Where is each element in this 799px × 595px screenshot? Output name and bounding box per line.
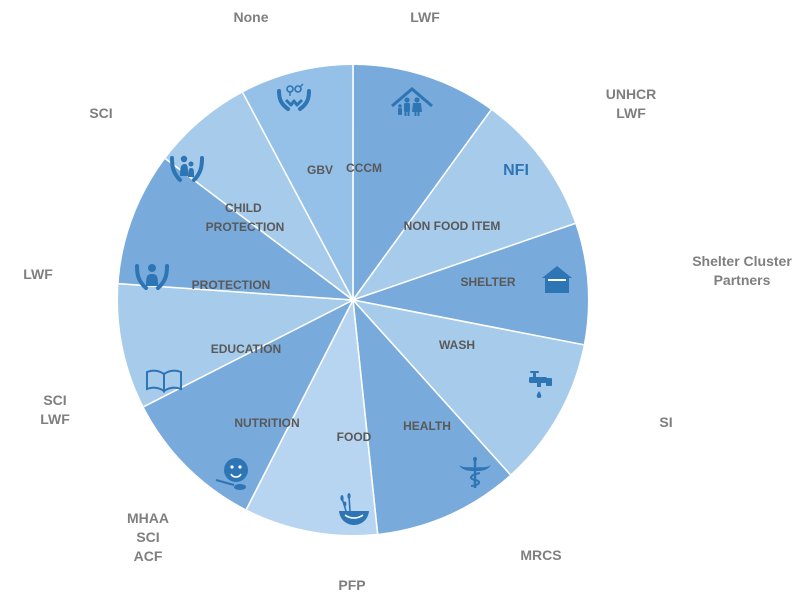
protected-child-icon [170, 155, 204, 182]
gender-hands-icon [277, 83, 311, 111]
caduceus-icon [459, 457, 491, 488]
partners-gbv: None [233, 9, 269, 25]
partners-protection: LWF [23, 266, 53, 282]
segment-label-nutrition: NUTRITION [234, 416, 299, 430]
segment-label-food: FOOD [337, 430, 372, 444]
book-icon [146, 369, 182, 393]
partners-shelter: Shelter Cluster Partners [692, 253, 792, 288]
partners-nutrition: MHAA SCI ACF [127, 510, 169, 564]
segment-label-protection: PROTECTION [192, 278, 271, 292]
segment-shelter [350, 201, 588, 359]
segment-label-wash: WASH [439, 338, 475, 352]
partners-food: PFP [338, 577, 366, 593]
shelter-family-icon [391, 87, 433, 116]
partners-child-protection: SCI [89, 105, 113, 121]
protected-person-icon [135, 264, 169, 290]
nfi-icon-text: NFI [503, 162, 529, 179]
house-icon [542, 266, 572, 293]
segment-label-gbv: GBV [307, 163, 333, 177]
segment-label-nfi: NON FOOD ITEM [404, 219, 501, 233]
segment-label-child-protection: CHILD PROTECTION [206, 201, 285, 234]
partners-cccm: LWF [410, 9, 440, 25]
partners-nfi: UNHCR LWF [605, 86, 657, 121]
segment-label-education: EDUCATION [211, 342, 281, 356]
water-tap-icon [529, 371, 552, 398]
segment-label-shelter: SHELTER [460, 275, 515, 289]
segment-label-cccm: CCCM [346, 161, 382, 175]
partners-education: SCI LWF [40, 392, 70, 427]
baby-feeding-icon [215, 458, 248, 490]
partners-wash: SI [659, 414, 673, 430]
food-bowl-icon [339, 493, 369, 525]
segment-labels: CCCM NON FOOD ITEM SHELTER WASH HEALTH F… [192, 161, 516, 444]
partners-health: MRCS [520, 547, 562, 563]
wheel-segments [118, 65, 588, 535]
segment-label-health: HEALTH [403, 419, 451, 433]
